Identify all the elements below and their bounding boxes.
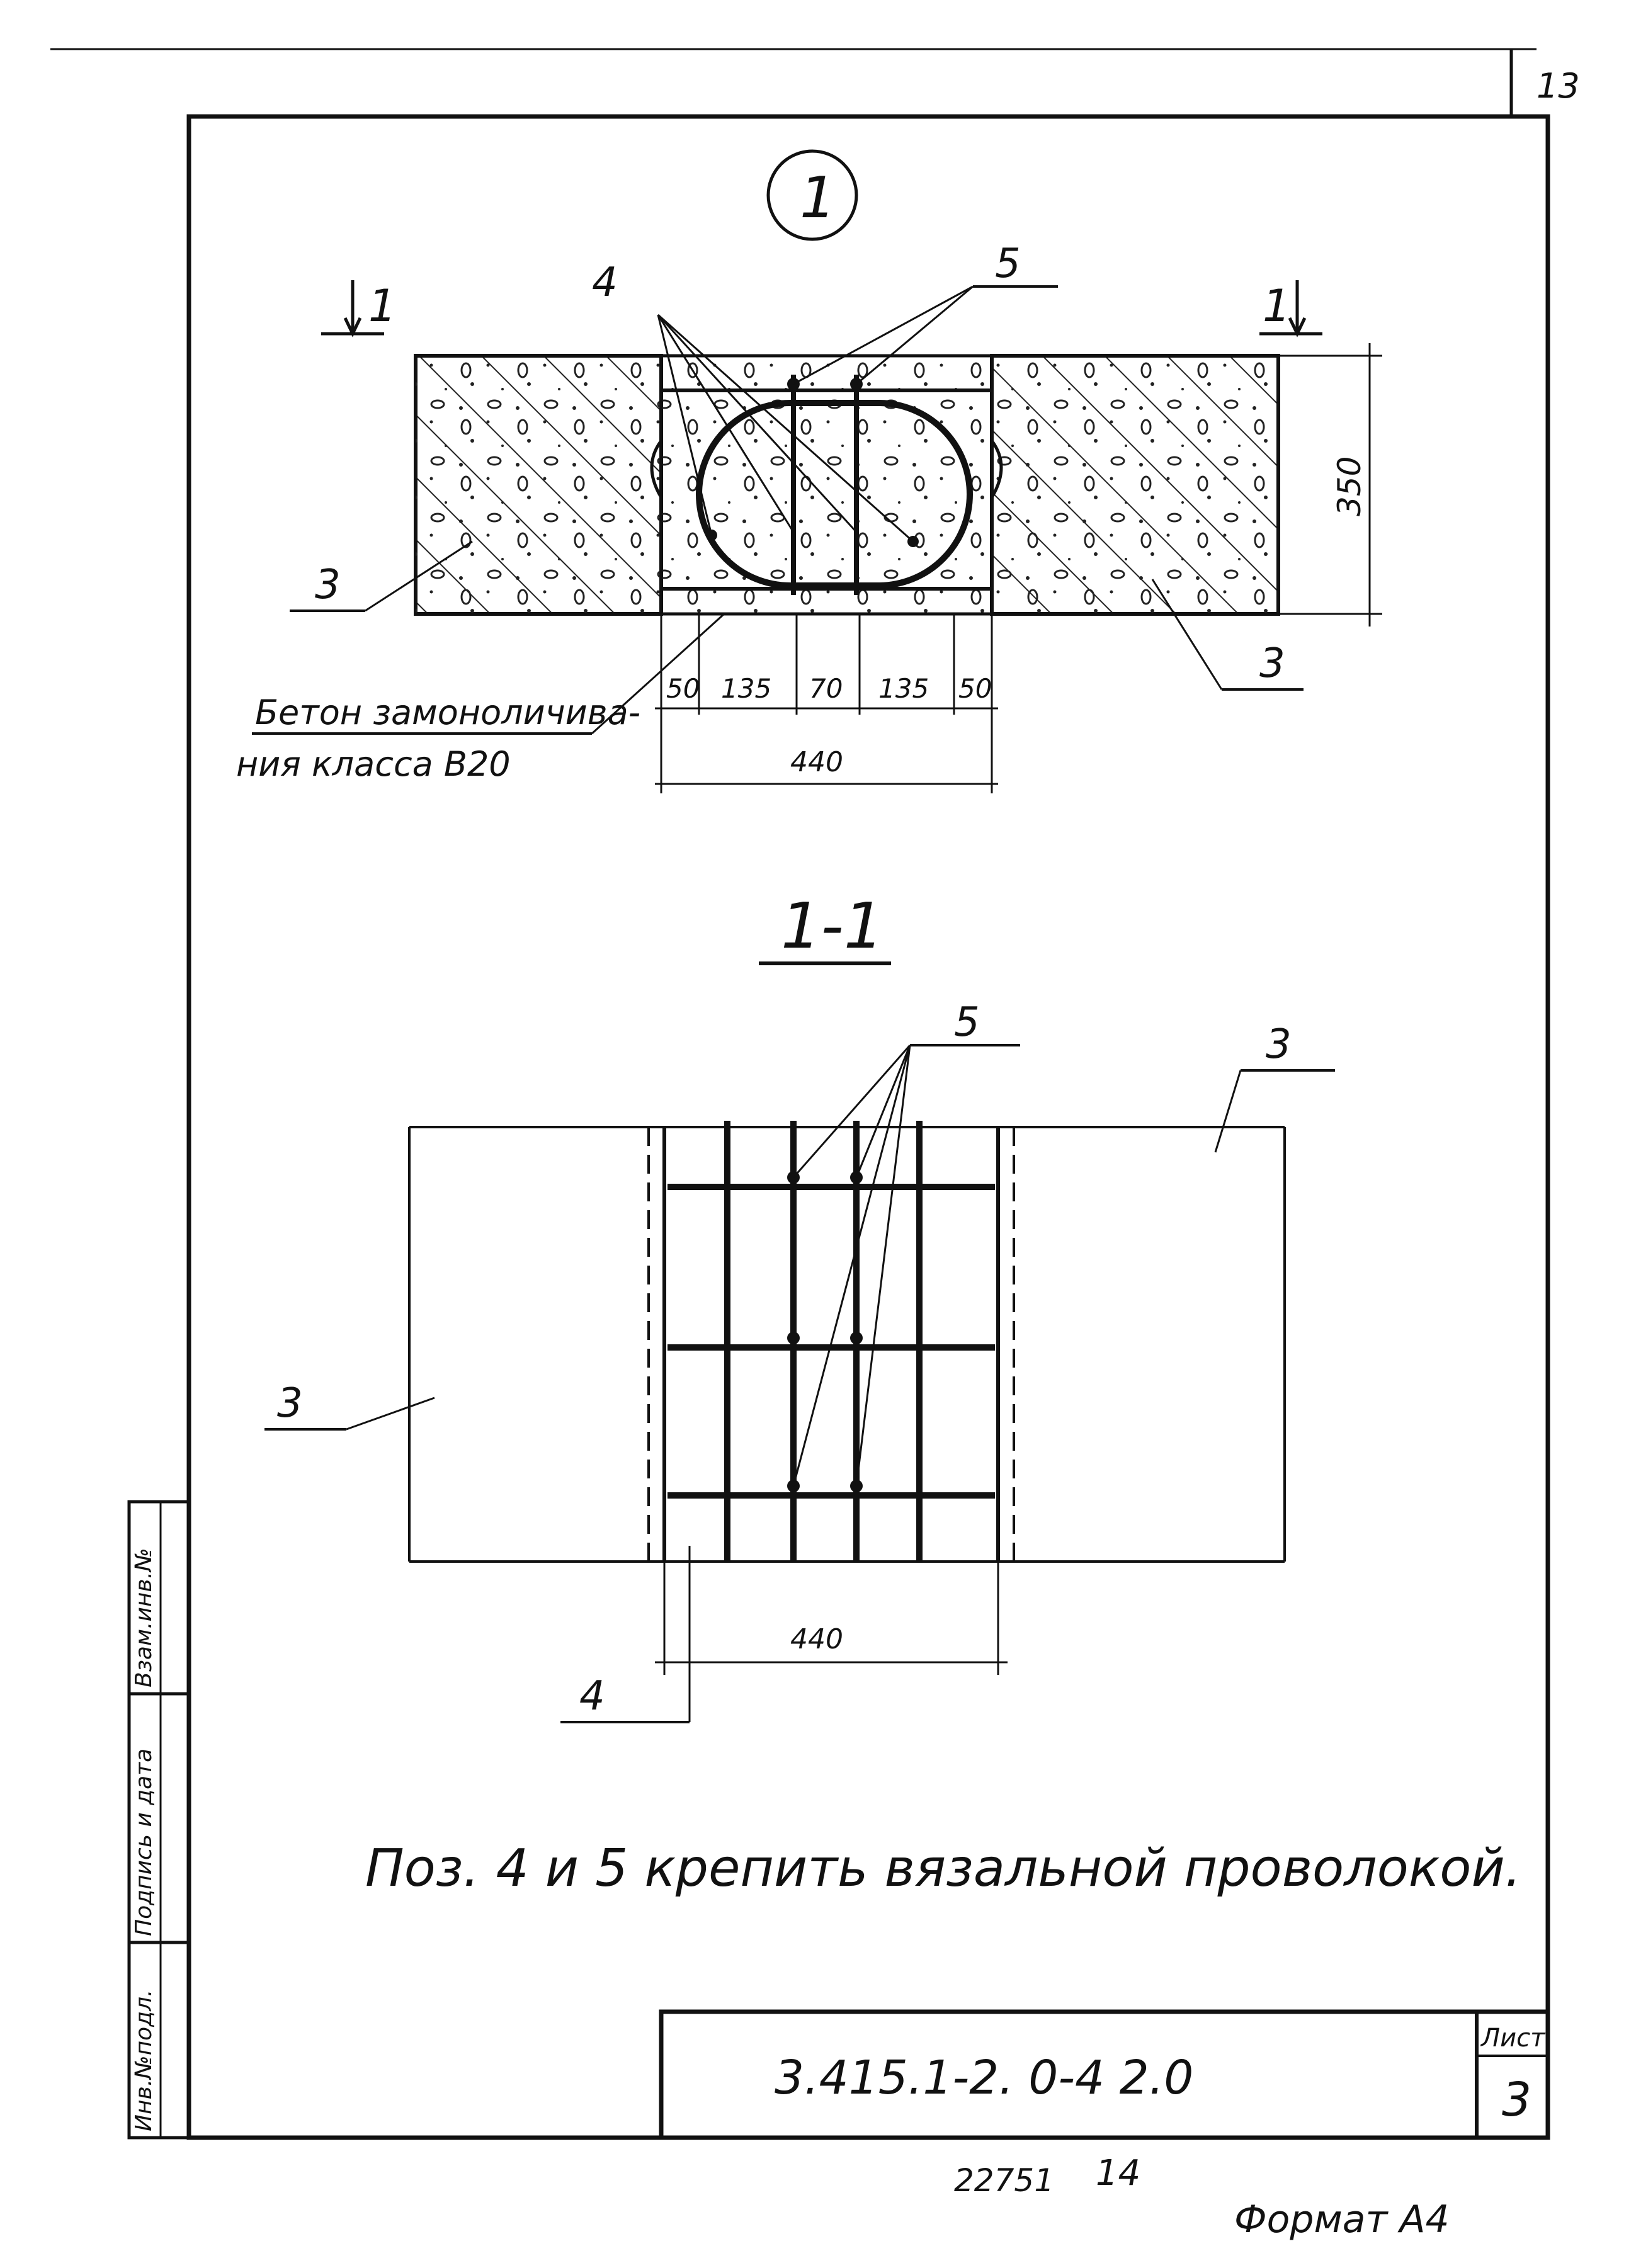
document-code: 3.415.1-2. 0-4 2.0	[775, 2051, 1193, 2105]
callout-5: 5	[995, 241, 1021, 287]
plan-view: 1 1 1 4	[236, 149, 1382, 793]
dim-4: 135	[878, 673, 929, 704]
side-stamp-col1: Инв.№подл.	[131, 1990, 157, 2131]
page-number: 13	[1537, 66, 1580, 106]
total-width-dim: 440	[790, 746, 843, 778]
section-view: 1-1 5	[264, 889, 1335, 1723]
section-callout-5: 5	[954, 999, 980, 1046]
callout-4-leaders	[657, 314, 914, 543]
sheet-number: 3	[1502, 2073, 1531, 2127]
format-label: Формат А4	[1234, 2197, 1450, 2242]
node-marker-circle	[766, 149, 858, 241]
concrete-note-line2: ния класса В20	[236, 744, 511, 784]
concrete-note-line1: Бетон замоноличива-	[255, 693, 640, 732]
side-stamp: Инв.№подл. Подпись и дата Взам.инв.№	[127, 1500, 191, 2140]
callout-3-right: 3	[1259, 640, 1285, 687]
rebar-grid	[667, 1121, 995, 1562]
section-callout-3-left: 3	[277, 1380, 303, 1427]
side-stamp-col3: Взам.инв.№	[131, 1548, 157, 1687]
height-dim: 350	[1331, 456, 1368, 516]
infill-joint	[659, 354, 994, 616]
section-total-width: 440	[790, 1623, 843, 1655]
callout-4: 4	[592, 259, 618, 306]
dim-1: 50	[666, 673, 700, 704]
section-title: 1-1	[781, 889, 883, 963]
cut-marker-left: 1	[368, 280, 397, 332]
node-marker-label: 1	[800, 165, 836, 231]
dim-5: 50	[958, 673, 992, 704]
title-block: 3.415.1-2. 0-4 2.0 Лист 3	[659, 2009, 1550, 2140]
sheet-label: Лист	[1480, 2024, 1546, 2053]
side-stamp-col2: Подпись и дата	[131, 1749, 157, 1936]
callout-3-left: 3	[315, 562, 341, 608]
cut-marker-right: 1	[1263, 280, 1291, 332]
dim-3: 70	[809, 673, 843, 704]
fixing-note: Поз. 4 и 5 крепить вязальной проволокой.	[365, 1839, 1521, 1898]
section-callout-3-right: 3	[1266, 1021, 1292, 1068]
stamp-number: 22751	[954, 2162, 1054, 2199]
loop-bar	[696, 400, 973, 589]
dimension-chain: 50 135 70 135 50 440	[655, 614, 998, 793]
stamp-suffix: 14	[1096, 2153, 1140, 2194]
section-callout-4: 4	[579, 1673, 605, 1720]
dim-2: 135	[721, 673, 771, 704]
